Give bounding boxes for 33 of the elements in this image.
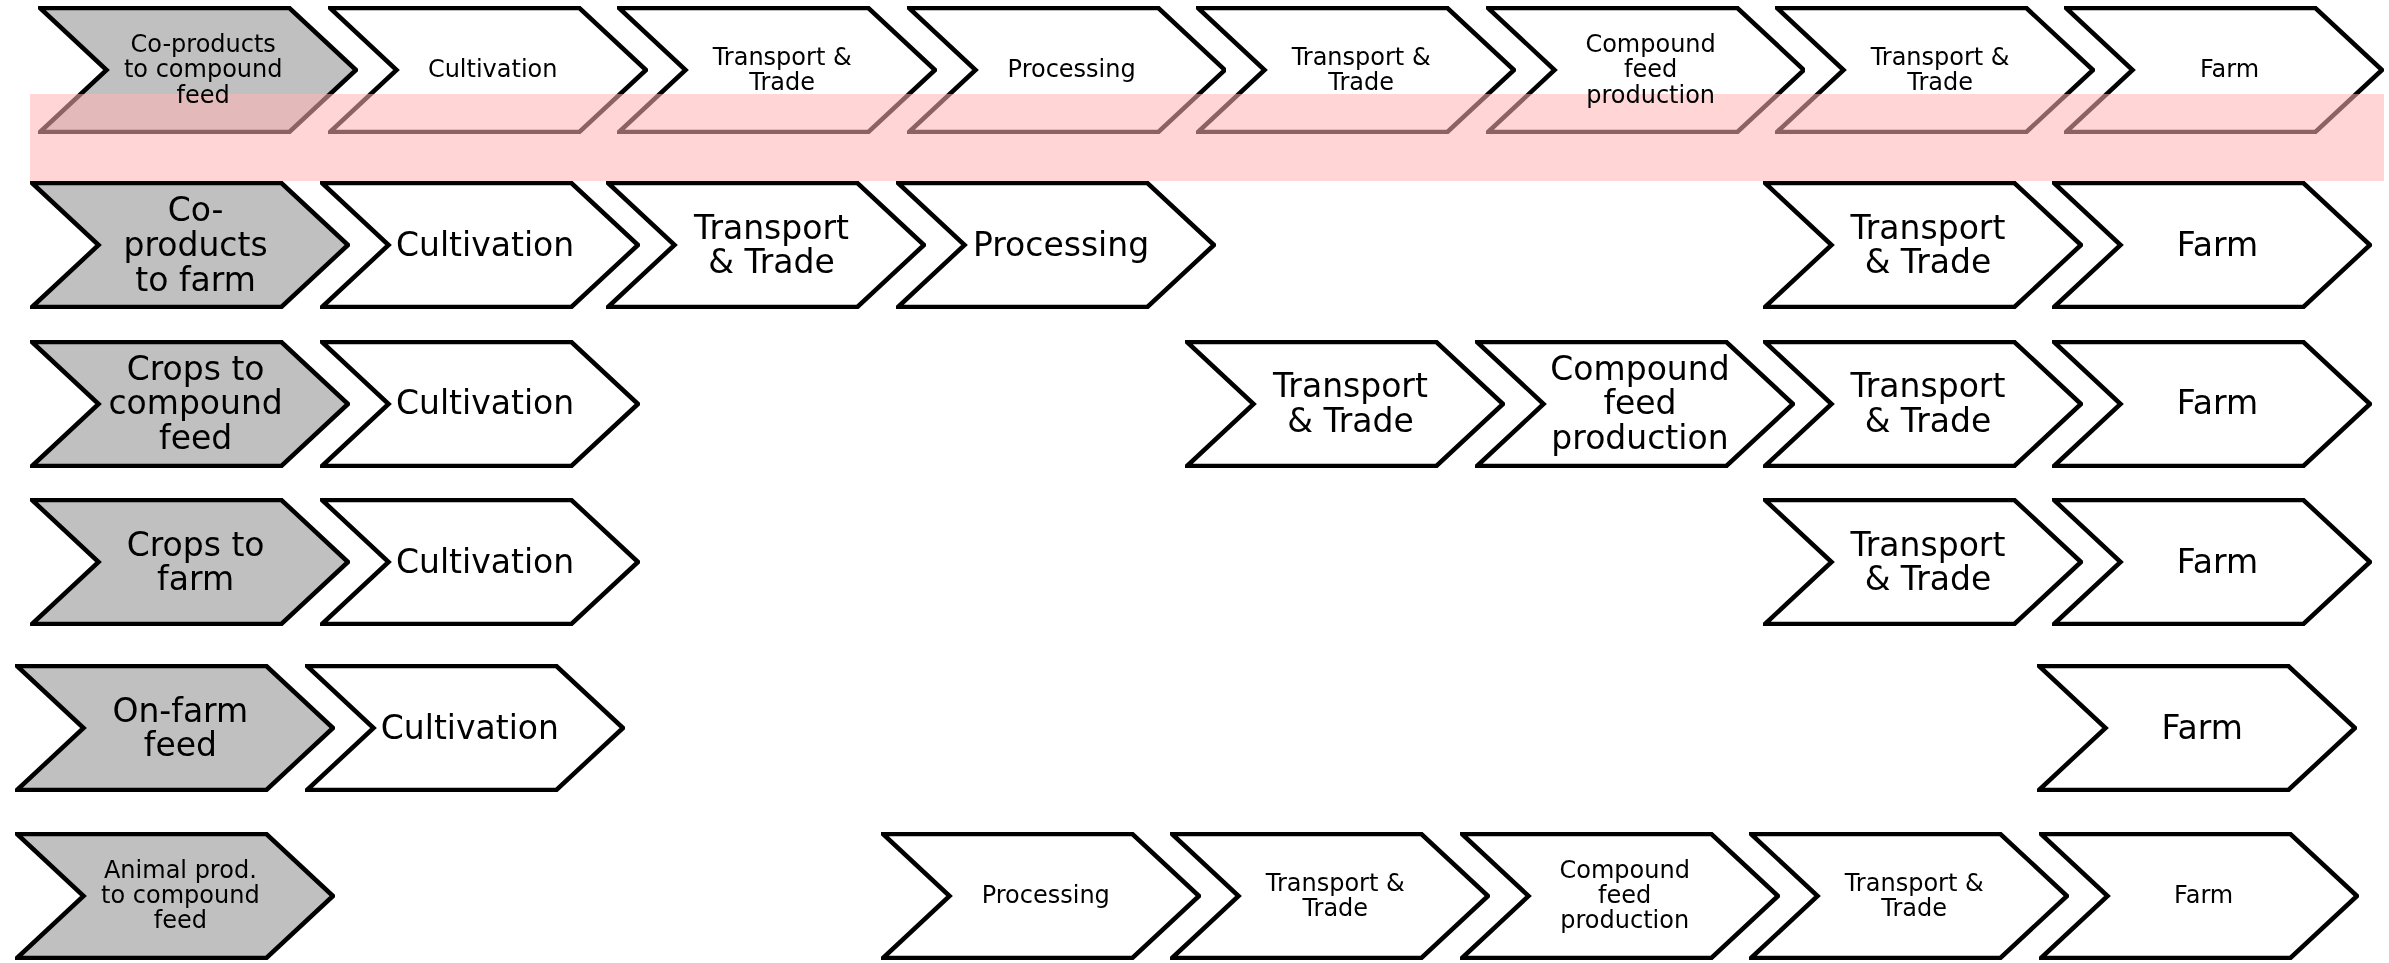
chevron-label: Cultivation: [396, 386, 575, 422]
chevron-label: Animal prod. to compound feed: [100, 858, 261, 934]
chevron-label: Farm: [2161, 710, 2243, 746]
chevron-label: Transport & Trade: [1264, 870, 1406, 922]
chevron-label: Cultivation: [396, 544, 575, 580]
chevron-label: Transport & Trade: [1290, 44, 1432, 96]
chevron-label: Processing: [972, 227, 1150, 263]
chevron-label: Cultivation: [380, 710, 559, 746]
chevron-label: Transport & Trade: [1272, 369, 1429, 439]
chevron-label: Farm: [2174, 883, 2234, 909]
chevron-label: Co-products to farm: [122, 193, 269, 298]
chevron-label: Transport & Trade: [711, 44, 853, 96]
chevron-label: Crops to farm: [125, 527, 266, 597]
chevron-label: Farm: [2176, 386, 2259, 422]
chevron-label: Transport & Trade: [693, 210, 850, 280]
chevron-label: Transport & Trade: [1849, 210, 2007, 280]
chevron-label: Processing: [1007, 57, 1136, 83]
chevron-label: Cultivation: [396, 227, 575, 263]
chevron-label: Farm: [2176, 227, 2259, 263]
chevron-label: Processing: [981, 883, 1110, 909]
chevron-label: Compound feed production: [1550, 351, 1730, 456]
chevron-label: Transport & Trade: [1843, 870, 1985, 922]
chevron-label: Compound feed production: [1558, 858, 1691, 934]
chevron-label: On-farm feed: [111, 693, 250, 763]
chevron-label: Transport & Trade: [1869, 44, 2011, 96]
chevron-label: Transport & Trade: [1849, 527, 2007, 597]
chevron-label: Cultivation: [427, 57, 558, 83]
chevron-label: Co-products to compound feed: [122, 32, 284, 108]
chevron-label: Farm: [2200, 57, 2260, 83]
chevron-label: Crops to compound feed: [108, 351, 283, 456]
chevron-label: Compound feed production: [1584, 32, 1717, 108]
chevron-label: Farm: [2176, 544, 2259, 580]
chevron-label: Transport & Trade: [1849, 369, 2007, 439]
